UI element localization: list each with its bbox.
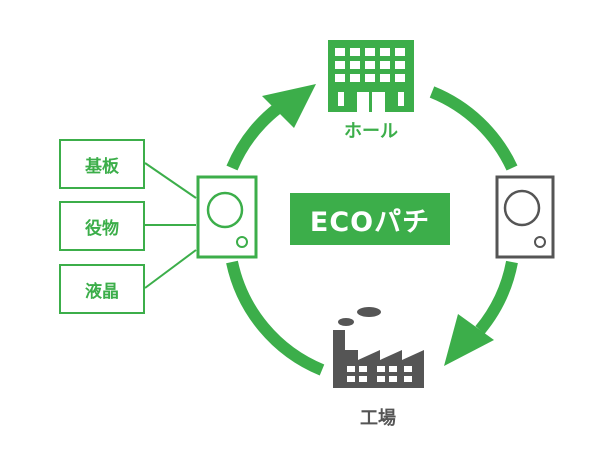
arc-left-bottom bbox=[226, 260, 325, 376]
pachinko-machine-icon bbox=[196, 175, 258, 259]
center-title: ECOパチ bbox=[309, 206, 431, 238]
pachinko-machine-icon bbox=[495, 175, 555, 259]
factory-label: 工場 bbox=[360, 408, 396, 429]
part-connectors bbox=[144, 162, 197, 289]
arrow-head-bottom bbox=[444, 314, 494, 366]
arrow-head-top bbox=[262, 84, 316, 128]
part-box-board: 基板 bbox=[59, 139, 145, 189]
arc-right-bottom bbox=[475, 260, 518, 334]
arc-right-top bbox=[429, 86, 518, 171]
part-box-lcd: 液晶 bbox=[59, 264, 145, 314]
hall-label: ホール bbox=[344, 121, 398, 142]
part-label-yakumono: 役物 bbox=[85, 218, 119, 239]
building-icon bbox=[328, 40, 414, 112]
arc-left-top bbox=[226, 103, 282, 171]
part-label-lcd: 液晶 bbox=[85, 281, 119, 302]
center-title-box: ECOパチ bbox=[290, 193, 450, 245]
cycle-ring bbox=[226, 86, 518, 376]
part-label-board: 基板 bbox=[85, 156, 119, 177]
factory-icon bbox=[333, 307, 424, 388]
part-box-yakumono: 役物 bbox=[59, 201, 145, 251]
